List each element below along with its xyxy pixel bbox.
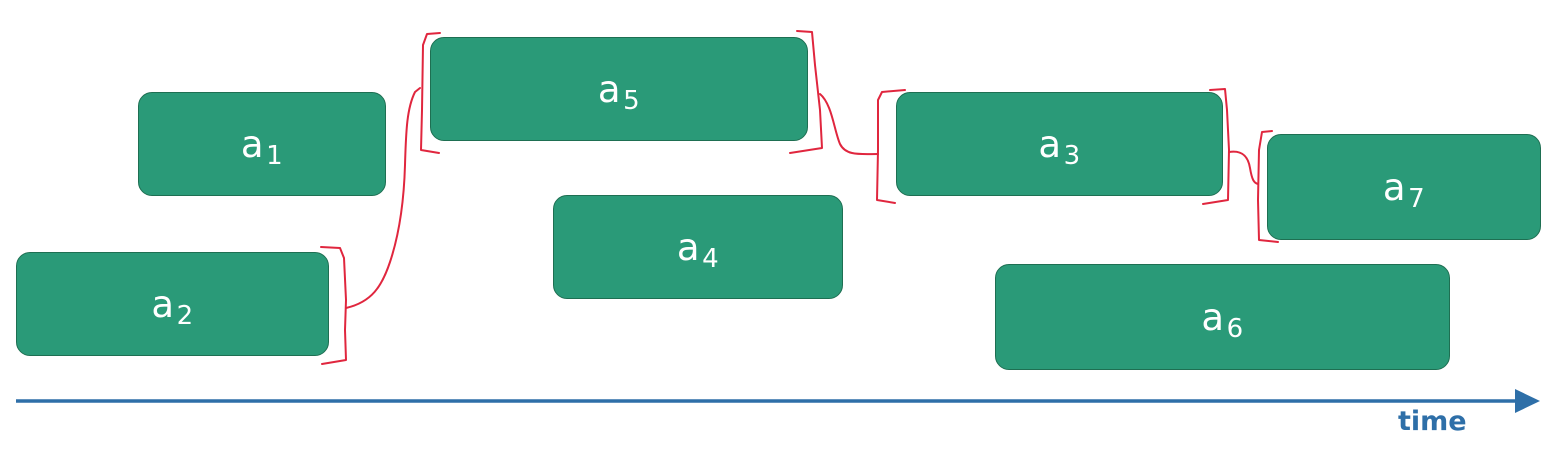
- activity-letter: a: [597, 67, 622, 111]
- time-axis-label: time: [1398, 406, 1467, 437]
- activity-letter: a: [1201, 295, 1225, 339]
- activity-index: 1: [266, 141, 284, 171]
- activity-index: 3: [1063, 141, 1081, 171]
- connector-a5-a3: [819, 93, 879, 156]
- bracket-a7-left: [1257, 130, 1279, 243]
- bracket-a5-left: [420, 32, 441, 154]
- time-axis-arrowhead: [1515, 389, 1540, 413]
- activity-index: 7: [1408, 184, 1426, 214]
- bracket-a5-right: [789, 30, 823, 154]
- connector-a2-a5: [345, 87, 421, 309]
- activity-letter: a: [151, 282, 175, 326]
- bracket-a3-left: [876, 89, 906, 204]
- activity-index: 4: [702, 244, 720, 274]
- activity-letter: a: [1382, 165, 1407, 209]
- connector-a3-a7: [1228, 150, 1259, 185]
- bracket-a2-right: [320, 246, 347, 365]
- activity-letter: a: [240, 122, 265, 166]
- activity-letter: a: [676, 225, 701, 269]
- activity-letter: a: [1038, 122, 1062, 166]
- bracket-a3-right: [1202, 88, 1230, 205]
- activity-index: 2: [176, 301, 194, 331]
- activity-index: 6: [1226, 314, 1244, 344]
- activity-index: 5: [623, 86, 641, 116]
